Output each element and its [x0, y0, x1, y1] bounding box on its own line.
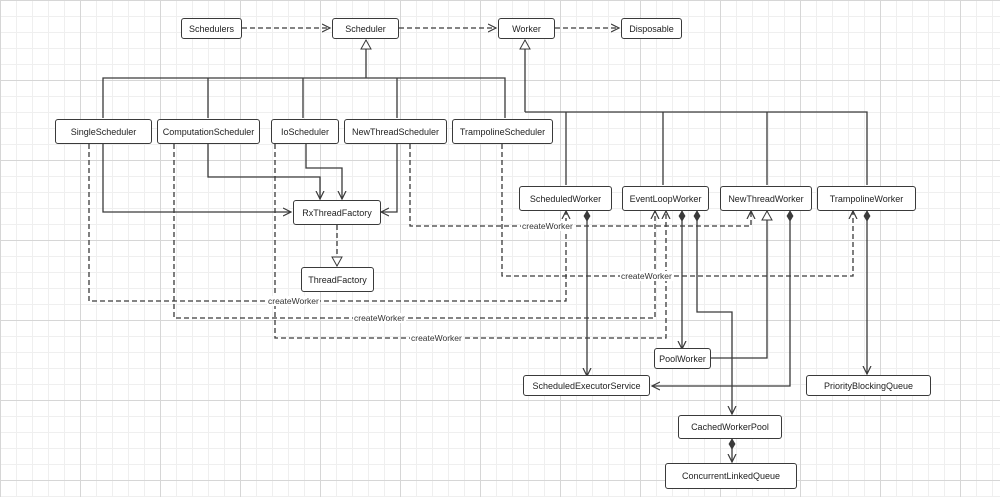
edge-computation-createworker	[173, 144, 655, 319]
edge-single-createworker	[88, 144, 566, 302]
node-computation-scheduler[interactable]: ComputationScheduler	[157, 119, 260, 144]
node-single-scheduler[interactable]: SingleScheduler	[55, 119, 152, 144]
node-io-scheduler[interactable]: IoScheduler	[271, 119, 339, 144]
node-scheduled-worker[interactable]: ScheduledWorker	[519, 186, 612, 211]
node-rx-thread-factory[interactable]: RxThreadFactory	[293, 200, 381, 225]
edge-newthread-createworker	[409, 144, 751, 227]
edge-io-createworker	[274, 144, 666, 339]
edge-io-to-rxthreadfactory	[305, 144, 342, 199]
node-new-thread-worker[interactable]: NewThreadWorker	[720, 186, 812, 211]
node-event-loop-worker[interactable]: EventLoopWorker	[622, 186, 709, 211]
edge-newthreadworker-to-executor	[652, 211, 790, 386]
node-thread-factory[interactable]: ThreadFactory	[301, 267, 374, 292]
node-scheduled-executor-service[interactable]: ScheduledExecutorService	[523, 375, 650, 396]
edge-single-to-rxthreadfactory	[102, 144, 291, 212]
edge-poolworker-inherit-newthreadworker	[711, 209, 773, 359]
label-single-create-worker: createWorker	[267, 296, 320, 306]
label-computation-create-worker: createWorker	[353, 313, 406, 323]
edge-computation-to-rxthreadfactory	[207, 144, 320, 199]
node-concurrent-linked-queue[interactable]: ConcurrentLinkedQueue	[665, 463, 797, 489]
node-pool-worker[interactable]: PoolWorker	[654, 348, 711, 369]
node-scheduler[interactable]: Scheduler	[332, 18, 399, 39]
node-new-thread-scheduler[interactable]: NewThreadScheduler	[344, 119, 447, 144]
node-trampoline-worker[interactable]: TrampolineWorker	[817, 186, 916, 211]
label-trampoline-create-worker: createWorker	[620, 271, 673, 281]
node-disposable[interactable]: Disposable	[621, 18, 682, 39]
label-new-thread-create-worker: createWorker	[521, 221, 574, 231]
node-worker[interactable]: Worker	[498, 18, 555, 39]
edge-eventloop-to-cachedworkerpool	[697, 211, 732, 414]
node-priority-blocking-queue[interactable]: PriorityBlockingQueue	[806, 375, 931, 396]
label-io-create-worker: createWorker	[410, 333, 463, 343]
node-schedulers[interactable]: Schedulers	[181, 18, 242, 39]
node-cached-worker-pool[interactable]: CachedWorkerPool	[678, 415, 782, 439]
edge-schedulers-inherit-scheduler	[102, 40, 506, 118]
edge-workers-inherit-worker	[525, 40, 868, 185]
node-trampoline-scheduler[interactable]: TrampolineScheduler	[452, 119, 553, 144]
edge-newthread-to-rxthreadfactory	[381, 144, 398, 212]
